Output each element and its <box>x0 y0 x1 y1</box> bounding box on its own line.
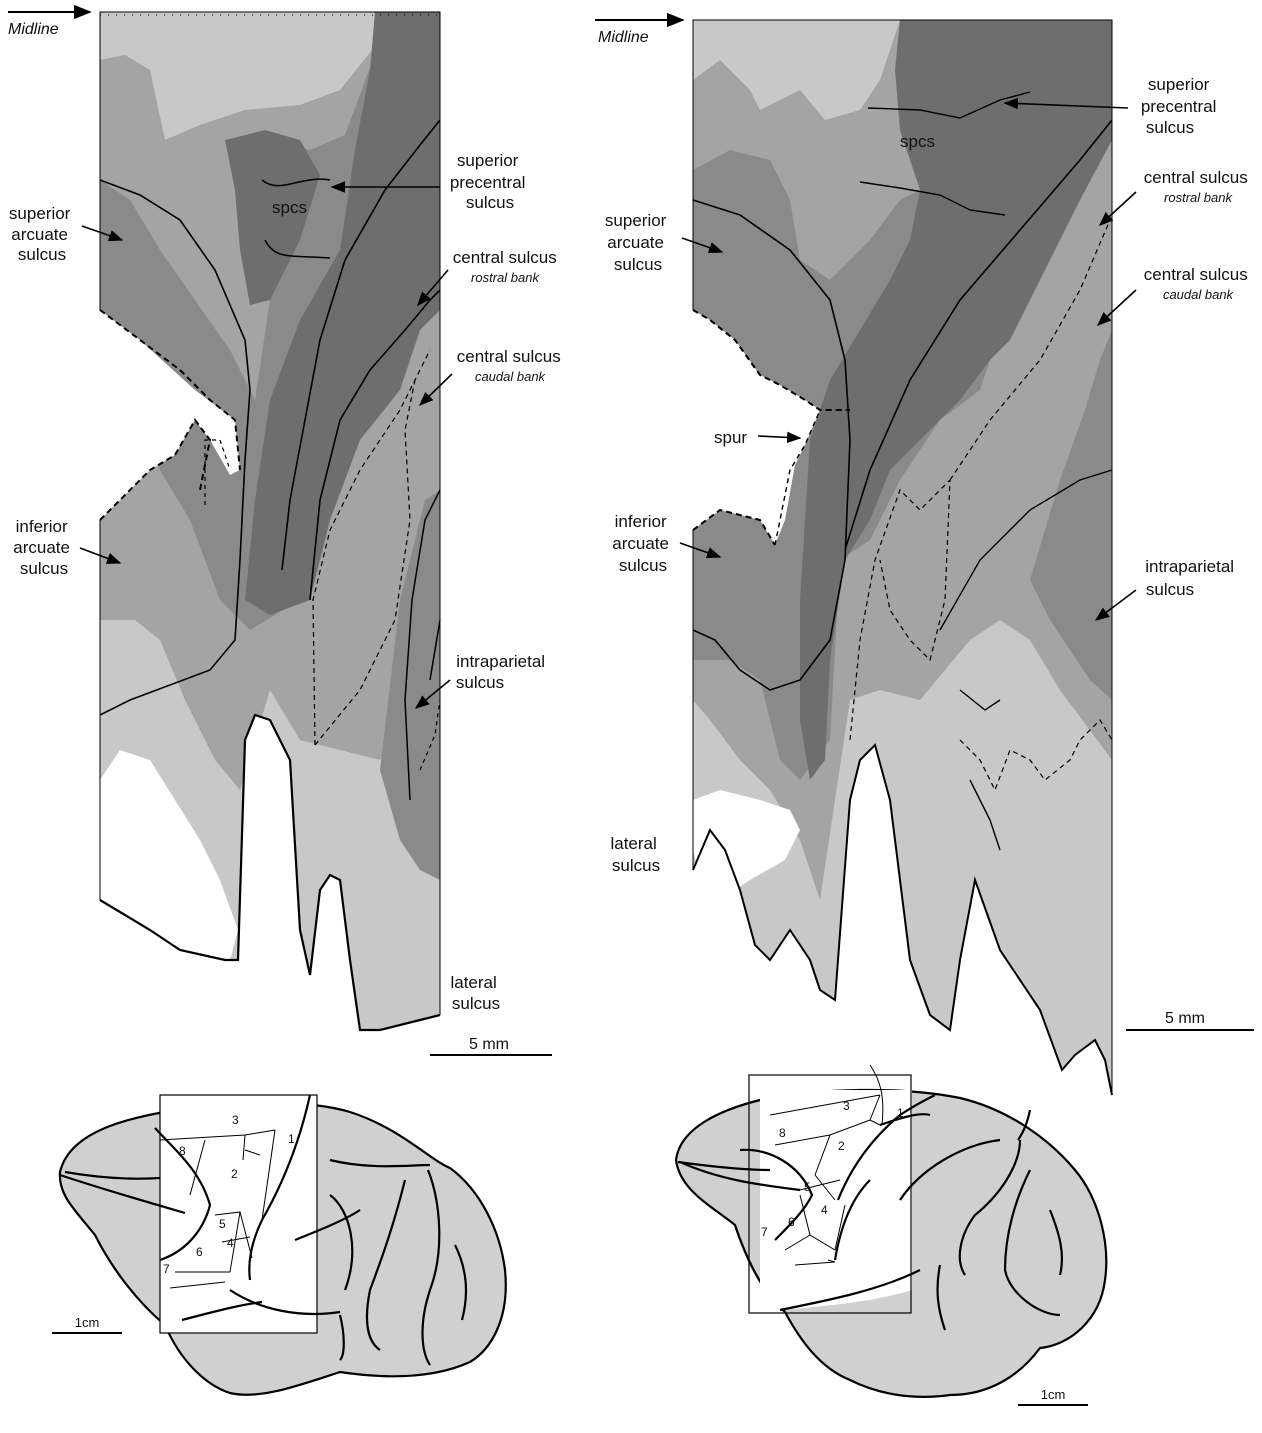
right-scale-label: 5 mm <box>1165 1010 1205 1027</box>
left-brain-scale-label: 1cm <box>75 1315 100 1330</box>
left-label-central-caudal: central sulcus caudal bank <box>457 347 565 384</box>
left-brain-region-4: 4 <box>227 1236 234 1250</box>
right-brain-region-1: 1 <box>897 1106 904 1120</box>
left-label-sup-precentral: superior precentral sulcus <box>450 151 530 212</box>
left-brain-region-1: 1 <box>288 1132 295 1146</box>
left-brain: 3 1 8 2 5 4 6 7 1cm <box>52 1095 506 1395</box>
left-label-spcs: spcs <box>272 198 307 217</box>
left-scale-label: 5 mm <box>469 1036 509 1053</box>
left-label-lateral: lateral sulcus <box>450 973 501 1013</box>
left-brain-region-6: 6 <box>196 1245 203 1259</box>
left-flatmap <box>90 0 450 1040</box>
right-brain-region-5: 5 <box>804 1180 811 1194</box>
right-label-sup-arcuate: superior arcuate sulcus <box>605 211 671 274</box>
right-brain-region-4: 4 <box>821 1203 828 1217</box>
right-brain-scale-label: 1cm <box>1041 1387 1066 1402</box>
left-brain-window <box>160 1095 317 1333</box>
left-brain-region-2: 2 <box>231 1167 238 1181</box>
left-label-central-rostral: central sulcus rostral bank <box>453 248 561 285</box>
right-label-intraparietal: intraparietal sulcus <box>1145 557 1239 599</box>
right-label-inf-arcuate: inferior arcuate sulcus <box>612 512 673 575</box>
right-label-spcs: spcs <box>900 132 935 151</box>
left-label-intraparietal: intraparietal sulcus <box>456 652 550 692</box>
right-label-sup-precentral: superior precentral sulcus <box>1141 75 1221 137</box>
right-brain-region-7: 7 <box>761 1225 768 1239</box>
left-label-sup-arcuate: superior arcuate sulcus <box>9 204 75 264</box>
right-label-spur: spur <box>714 428 747 447</box>
right-brain: 3 1 8 2 5 4 6 7 1cm <box>676 1065 1106 1405</box>
left-midline-label: Midline <box>8 21 59 38</box>
right-flatmap <box>685 10 1120 1110</box>
right-label-lateral: lateral sulcus <box>610 834 661 875</box>
left-label-inf-arcuate: inferior arcuate sulcus <box>13 517 74 578</box>
left-brain-region-8: 8 <box>179 1144 186 1158</box>
left-brain-region-7: 7 <box>163 1262 170 1276</box>
right-label-central-rostral: central sulcus rostral bank <box>1144 168 1252 205</box>
right-brain-region-6: 6 <box>788 1215 795 1229</box>
right-label-central-caudal: central sulcus caudal bank <box>1144 265 1252 302</box>
right-arrow-spur <box>758 436 800 438</box>
right-brain-region-8: 8 <box>779 1126 786 1140</box>
right-brain-region-3: 3 <box>843 1099 850 1113</box>
left-brain-region-3: 3 <box>232 1113 239 1127</box>
right-brain-region-2: 2 <box>838 1139 845 1153</box>
left-brain-region-5: 5 <box>219 1217 226 1231</box>
right-midline-label: Midline <box>598 29 649 46</box>
